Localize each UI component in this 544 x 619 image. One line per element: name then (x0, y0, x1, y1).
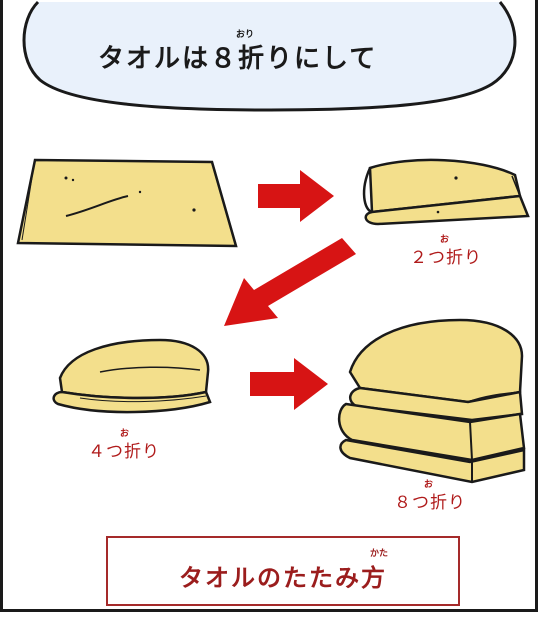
title-bubble (22, 0, 517, 112)
two-fold-towel-icon (362, 158, 530, 226)
step-2-label: ２つ折り (410, 248, 482, 268)
footer-ruby: かた (370, 549, 389, 559)
title-ruby: おり (236, 30, 255, 40)
footer-title-box: かた タオルのたたみ方 (106, 536, 460, 606)
step-2-ruby: お (440, 235, 450, 245)
footer-title: タオルのたたみ方 (179, 564, 387, 592)
step-4-ruby: お (120, 429, 130, 439)
arrow-right-icon (250, 358, 328, 410)
step-4-label: ４つ折り (88, 442, 160, 462)
eight-fold-towel-icon (338, 318, 526, 484)
flat-towel-icon (16, 158, 238, 248)
step-8-label: ８つ折り (394, 493, 466, 513)
four-fold-towel-icon (52, 338, 212, 414)
arrow-down-left-icon (224, 238, 356, 326)
step-8-ruby: お (424, 480, 434, 490)
page-title: タオルは８折りにして (98, 44, 378, 74)
arrow-right-icon (258, 170, 334, 222)
